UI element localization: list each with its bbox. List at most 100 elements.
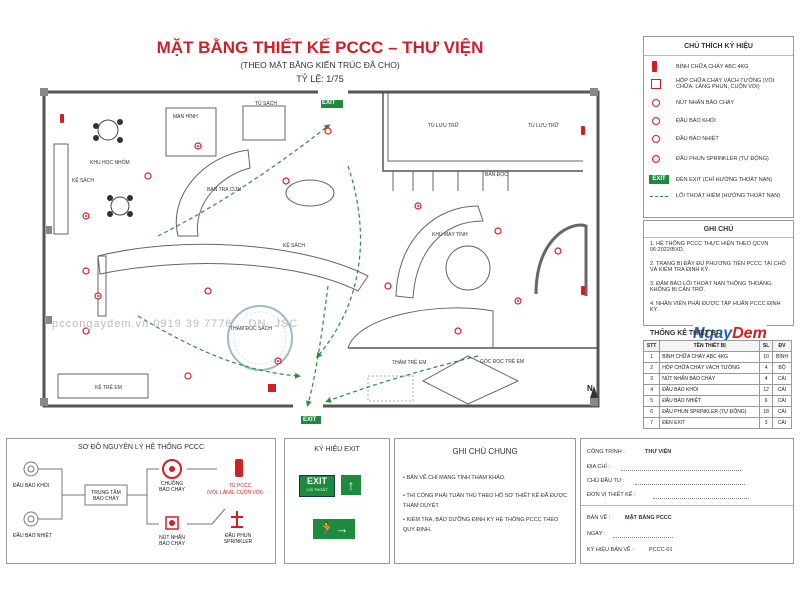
stats-cell-qty: 6 (759, 395, 773, 407)
stats-cell-qty: 4 (759, 362, 773, 374)
stats-cell-unit: CÁI (771, 373, 793, 385)
bookshelf-left (53, 143, 69, 235)
lookup-desk (175, 149, 251, 237)
stats-cell-qty: 3 (759, 417, 773, 429)
arrow-up-icon: ↑ (341, 475, 361, 495)
bookshelf-curve (97, 243, 369, 292)
drawing-scale: TỶ LỆ: 1/75 (296, 74, 344, 84)
round-rug (285, 179, 335, 207)
brand-part2: Dem (732, 325, 767, 342)
sprinkler-icon (652, 155, 660, 163)
detectors (82, 127, 562, 380)
drawing-title: MẶT BẰNG THIẾT KẾ PCCC – THƯ VIỆN (156, 38, 484, 57)
legend-item-heat-detector: ĐẦU BÁO NHIỆT (676, 136, 719, 142)
legend-item-extinguisher: BÌNH CHỮA CHÁY ABC 4KG (676, 64, 749, 70)
hose-cabinet-icon (651, 79, 661, 89)
general-note-2: • THI CÔNG PHẢI TUÂN THỦ THEO HỒ SƠ THIẾ… (403, 493, 568, 509)
exit-bottom-label: EXIT (303, 417, 317, 423)
note-3: 3. ĐẢM BẢO LỐI THOÁT NẠN THÔNG THOÁNG, K… (650, 281, 773, 293)
room-book-cabinet: TỦ SÁCH (255, 101, 277, 107)
general-notes-panel: GHI CHÚ CHUNG • BẢN VẼ CHỈ MANG TÍNH THA… (394, 438, 576, 564)
drawing-subtitle: (THEO MẶT BẰNG KIẾN TRÚC ĐÃ CHO) (240, 60, 400, 70)
stats-cell-name: ĐẦU PHUN SPRINKLER (TỰ ĐỘNG) (659, 406, 761, 418)
north-label: N (587, 384, 593, 393)
legend-item-hose-cabinet: HỘP CHỮA CHÁY VÁCH TƯỜNG (VÒI CHỮA, LĂNG… (676, 78, 775, 90)
tb-designer-line (653, 492, 749, 499)
schematic-heading: SƠ ĐỒ NGUYÊN LÝ HỆ THỐNG PCCC (77, 444, 205, 451)
schematic-cabinet-sub: (VÒI, LĂNG, CUỘN VÒI) (207, 490, 263, 496)
stats-cell-name: ĐÈN EXIT (659, 417, 761, 429)
tb-drawing-label: BẢN VẼ : (587, 515, 611, 521)
tb-project-label: CÔNG TRÌNH : (587, 449, 625, 455)
room-reading-desk: BÀN ĐỌC (485, 172, 508, 178)
schematic-cabinet: TỦ PCCC (229, 483, 252, 489)
schematic-sprinkler: ĐẦU PHUN SPRINKLER (223, 533, 253, 545)
col-stt: STT (642, 340, 661, 352)
room-computer-area: KHU MÁY TÍNH (432, 232, 468, 238)
col-qty: SL (759, 340, 773, 352)
room-bookshelf-left: KỆ SÁCH (72, 178, 94, 184)
general-note-2-text: THI CÔNG PHẢI TUÂN THỦ THEO HỒ SƠ THIẾT … (403, 493, 568, 509)
call-point-icon (652, 99, 660, 107)
room-kids-corner: GÓC ĐỌC TRẺ EM (480, 359, 525, 365)
general-notes-heading: GHI CHÚ CHUNG (452, 447, 518, 456)
stats-cell-qty: 18 (759, 406, 773, 418)
running-man-icon: 🏃→ (313, 519, 355, 539)
watermark: pccongaydem.vn 0919 39 7776 …DN, JSC (52, 318, 299, 330)
screen-room (165, 107, 217, 157)
stats-cell-unit: CÁI (771, 384, 793, 396)
legend-item-call-point: NÚT NHẤN BÁO CHÁY (676, 100, 735, 106)
tb-code-value: PCCC-01 (649, 547, 673, 553)
legend-item-smoke-detector: ĐẦU BÁO KHÓI (676, 118, 716, 124)
stats-cell-unit: CÁI (771, 395, 793, 407)
notes-heading: GHI CHÚ (703, 226, 734, 233)
evacuation-arrow-icon (650, 196, 668, 197)
extinguisher-icon (652, 61, 657, 72)
schematic-bell: CHUÔNG BÁO CHÁY (159, 481, 185, 493)
legend-panel: CHÚ THÍCH KÝ HIỆU BÌNH CHỮA CHÁY ABC 4KG… (643, 36, 794, 218)
stats-cell-stt: 5 (642, 395, 661, 407)
columns (40, 88, 598, 406)
stats-cell-unit: CÁI (771, 417, 793, 429)
stats-cell-name: HỘP CHỮA CHÁY VÁCH TƯỜNG (659, 362, 761, 374)
title-block: CÔNG TRÌNH : THƯ VIỆN ĐỊA CHỈ : CHỦ ĐẦU … (580, 438, 794, 564)
stats-cell-unit: BỘ (771, 362, 793, 374)
exit-sign-subtext: LỐI THOÁT (306, 487, 328, 492)
note-2: 2. TRANG BỊ ĐẦY ĐỦ PHƯƠNG TIỆN PCCC TẠI … (650, 261, 786, 273)
room-reading-carpet: THẢM ĐỌC SÁCH (230, 326, 272, 332)
stats-cell-name: BÌNH CHỮA CHÁY ABC 4KG (659, 351, 761, 363)
schematic-diagram (23, 459, 243, 530)
stats-cell-stt: 4 (642, 384, 661, 396)
tb-code-label: KÝ HIỆU BẢN VẼ : (587, 547, 634, 553)
tb-owner-line (635, 478, 745, 485)
kids-shelf (57, 373, 149, 399)
stats-cell-name: NÚT NHẤN BÁO CHÁY (659, 373, 761, 385)
stats-cell-unit: CÁI (771, 406, 793, 418)
exit-sign-text: EXIT (306, 476, 327, 486)
room-storage-1: TỦ LƯU TRỮ (428, 123, 459, 129)
general-note-3: • KIỂM TRA, BẢO DƯỠNG ĐỊNH KỲ HỆ THỐNG P… (403, 517, 559, 533)
schematic-control-panel: TRUNG TÂM BÁO CHÁY (91, 490, 121, 502)
stats-cell-stt: 6 (642, 406, 661, 418)
schematic-panel: SƠ ĐỒ NGUYÊN LÝ HỆ THỐNG PCCC ĐẦU BÁO KH… (6, 438, 276, 564)
notes-panel: GHI CHÚ 1. HỆ THỐNG PCCC THỰC HIỆN THEO … (643, 220, 794, 326)
room-lookup-desk: BÀN TRA CỨU (207, 187, 242, 193)
stats-header-row: STT TÊN THIẾT BỊ SL ĐV (642, 340, 793, 352)
heat-detector-icon (652, 135, 660, 143)
stats-cell-unit: BÌNH (771, 351, 793, 363)
tb-drawing-value: MẶT BẰNG PCCC (625, 515, 672, 521)
tb-date-line (613, 531, 673, 538)
stats-cell-name: ĐẦU BÁO KHÓI (659, 384, 761, 396)
computer-desk (395, 205, 484, 299)
room-screen: MÀN HÌNH (173, 114, 198, 120)
general-note-1: • BẢN VẼ CHỈ MANG TÍNH THAM KHẢO. (403, 475, 506, 481)
col-name: TÊN THIẾT BỊ (659, 340, 761, 352)
legend-item-sprinkler: ĐẦU PHUN SPRINKLER (TỰ ĐỘNG) (676, 156, 769, 162)
reading-carpet (227, 305, 293, 371)
exit-sign-heading: KÝ HIỆU EXIT (314, 446, 360, 453)
